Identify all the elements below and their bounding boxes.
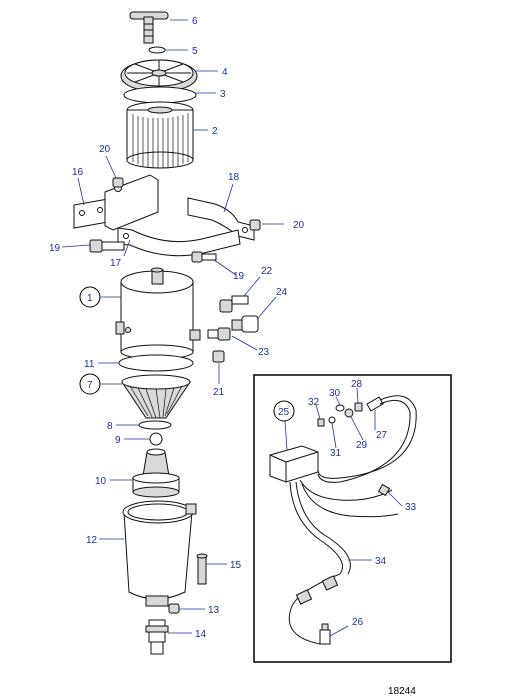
part-12-water-bowl: [122, 500, 197, 607]
part-8-o-ring: [138, 420, 172, 430]
callout-4: 4: [222, 67, 228, 78]
part-20-nut-right: [249, 219, 261, 231]
callout-10: 10: [95, 476, 107, 487]
callout-19-left: 19: [49, 243, 61, 254]
callout-1: 1: [87, 293, 93, 304]
figure-number: 18244: [388, 686, 416, 697]
callout-9: 9: [115, 435, 121, 446]
part-17-clamp-band: [117, 227, 241, 257]
callout-22: 22: [261, 266, 273, 277]
part-16-left-bracket: [73, 174, 159, 231]
part-26-connector: [319, 623, 331, 645]
part-3-sealing-ring: [123, 86, 197, 104]
part-29-washer: [344, 408, 354, 418]
harness-plug-upper: [321, 575, 339, 591]
callout-3: 3: [220, 89, 226, 100]
part-28-nut: [354, 402, 363, 412]
part-4-cover: [120, 59, 198, 93]
part-24-sensor: [231, 315, 259, 333]
part-18-right-clamp: [187, 197, 255, 241]
callout-16: 16: [72, 167, 84, 178]
part-21-nut: [212, 350, 225, 363]
callout-21: 21: [213, 387, 225, 398]
part-7-deflector: [121, 374, 191, 419]
callout-8: 8: [107, 421, 113, 432]
callout-18: 18: [228, 172, 240, 183]
part-15-screw: [196, 553, 208, 585]
wire-harness: [288, 395, 417, 645]
part-14-drain-valve: [145, 619, 169, 655]
callout-13: 13: [208, 605, 220, 616]
part-1-filter-housing: [115, 267, 201, 360]
part-27-connector: [366, 396, 384, 412]
callout-31: 31: [330, 448, 342, 459]
part-5-o-ring: [148, 46, 166, 54]
part-22-nipple: [219, 295, 249, 313]
callout-34: 34: [375, 556, 387, 567]
part-20-nut-left: [112, 177, 124, 188]
callout-19-right: 19: [233, 271, 245, 282]
part-13-plug: [168, 603, 180, 614]
callout-12: 12: [86, 535, 98, 546]
callout-30: 30: [329, 388, 341, 399]
part-19-bolt-right: [191, 251, 217, 263]
part-32-terminal: [317, 418, 325, 427]
callout-11: 11: [84, 359, 95, 370]
leader-lines: [61, 19, 403, 637]
callout-circles: [79, 286, 295, 422]
part-11-sealing-ring: [118, 354, 194, 372]
callout-7: 7: [87, 380, 93, 391]
wiring-inset-frame: [253, 374, 452, 663]
callout-17: 17: [110, 258, 122, 269]
callout-27: 27: [376, 430, 388, 441]
part-10-float-valve: [132, 448, 180, 498]
callout-5: 5: [192, 46, 198, 57]
callout-20-left: 20: [99, 144, 111, 155]
callout-6: 6: [192, 16, 198, 27]
callout-33: 33: [405, 502, 417, 513]
part-19-bolt-left: [89, 239, 125, 253]
callout-15: 15: [230, 560, 242, 571]
part-30-washer: [335, 404, 345, 412]
callout-20-right: 20: [293, 220, 305, 231]
part-6-t-handle: [129, 11, 169, 44]
callout-23: 23: [258, 347, 270, 358]
callout-24: 24: [276, 287, 288, 298]
callout-2: 2: [212, 126, 218, 137]
part-9-ball: [149, 432, 163, 446]
part-31-washer: [328, 416, 336, 424]
part-33-connector: [377, 483, 391, 497]
harness-plug-lower: [295, 589, 313, 605]
part-25-control-unit: [269, 445, 319, 483]
callout-25: 25: [278, 407, 290, 418]
part-23-adapter: [207, 327, 231, 341]
part-2-filter-element: [126, 101, 194, 169]
callout-28: 28: [351, 379, 363, 390]
callout-26: 26: [352, 617, 364, 628]
callout-32: 32: [308, 397, 320, 408]
callout-29: 29: [356, 440, 368, 451]
callout-14: 14: [195, 629, 207, 640]
